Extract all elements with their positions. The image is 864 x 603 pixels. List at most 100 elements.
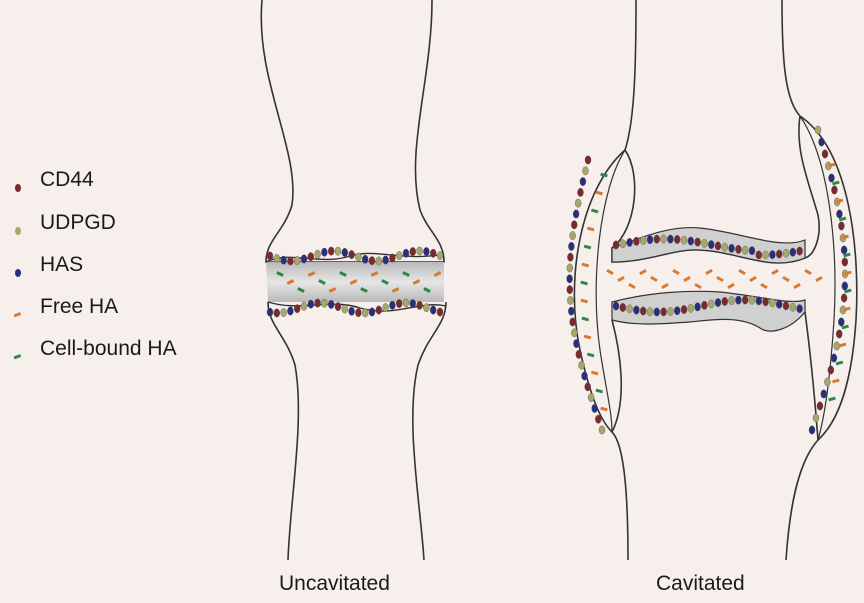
cell-marker xyxy=(640,236,646,244)
uncavitated-joint xyxy=(261,0,446,560)
uncavitated-upper-bone-outline xyxy=(261,0,444,262)
cell-marker xyxy=(570,231,576,239)
cell-marker xyxy=(756,251,762,259)
legend-marker-icon xyxy=(14,181,24,199)
cell-marker xyxy=(831,186,837,194)
cell-marker xyxy=(592,404,598,412)
cell-marker xyxy=(819,138,825,146)
cell-marker xyxy=(828,174,834,182)
cell-marker xyxy=(571,329,577,337)
ha-marker xyxy=(587,353,595,358)
ha-marker xyxy=(793,283,801,289)
cell-marker xyxy=(349,250,355,258)
cavitated-joint xyxy=(567,0,857,560)
ha-marker xyxy=(828,397,836,402)
cell-marker xyxy=(582,167,588,175)
ha-marker xyxy=(639,269,647,275)
ha-marker xyxy=(584,245,592,250)
cell-marker xyxy=(585,156,591,164)
cell-marker xyxy=(674,235,680,243)
cell-marker xyxy=(369,308,375,316)
cell-marker xyxy=(575,199,581,207)
cell-marker xyxy=(749,247,755,255)
cell-marker xyxy=(841,294,847,302)
ha-marker xyxy=(591,371,599,376)
cell-marker xyxy=(376,257,382,265)
cell-marker xyxy=(838,318,844,326)
ha-marker xyxy=(595,191,603,196)
cell-marker xyxy=(824,378,830,386)
cell-marker xyxy=(349,307,355,315)
cell-marker xyxy=(437,251,443,259)
cell-marker xyxy=(328,300,334,308)
cell-marker xyxy=(315,299,321,307)
cell-marker xyxy=(722,243,728,251)
cell-marker xyxy=(842,258,848,266)
cell-marker xyxy=(783,249,789,257)
ha-marker xyxy=(683,276,691,282)
ha-marker xyxy=(580,281,588,286)
cell-marker xyxy=(342,248,348,256)
cell-marker xyxy=(695,303,701,311)
cell-marker xyxy=(790,303,796,311)
cell-marker xyxy=(821,390,827,398)
cell-marker xyxy=(281,308,287,316)
ha-marker xyxy=(716,276,724,282)
ha-marker xyxy=(771,269,779,275)
ha-marker xyxy=(738,269,746,275)
cell-marker xyxy=(838,222,844,230)
cell-marker xyxy=(841,246,847,254)
ha-marker xyxy=(782,276,790,282)
cell-marker xyxy=(627,238,633,246)
cell-marker xyxy=(667,235,673,243)
cell-marker xyxy=(308,253,314,261)
cell-marker xyxy=(383,256,389,264)
cell-marker xyxy=(573,210,579,218)
ha-marker xyxy=(584,335,592,340)
cell-marker xyxy=(410,299,416,307)
cell-marker xyxy=(417,247,423,255)
cell-marker xyxy=(430,306,436,314)
cell-marker xyxy=(328,247,334,255)
ha-marker xyxy=(694,283,702,289)
cell-marker xyxy=(688,304,694,312)
cell-marker xyxy=(568,307,574,315)
cell-marker xyxy=(715,298,721,306)
cell-marker xyxy=(797,247,803,255)
ha-marker xyxy=(832,379,840,384)
legend-label: HAS xyxy=(40,253,83,277)
ha-marker xyxy=(580,299,588,304)
cell-marker xyxy=(567,264,573,272)
cell-marker xyxy=(701,239,707,247)
cell-marker xyxy=(567,253,573,261)
cell-marker xyxy=(579,361,585,369)
cell-marker xyxy=(715,242,721,250)
cell-marker xyxy=(301,255,307,263)
cell-marker xyxy=(735,296,741,304)
cell-marker xyxy=(570,318,576,326)
cell-marker xyxy=(613,241,619,249)
cell-marker xyxy=(763,251,769,259)
cell-marker xyxy=(783,302,789,310)
caption-uncavitated: Uncavitated xyxy=(279,572,390,596)
cavitated-lower-bone xyxy=(612,312,818,440)
cell-marker xyxy=(822,150,828,158)
cell-marker xyxy=(315,250,321,258)
cell-marker xyxy=(633,237,639,245)
cell-marker xyxy=(355,253,361,261)
cell-marker xyxy=(735,245,741,253)
cell-marker xyxy=(287,307,293,315)
cell-marker xyxy=(640,307,646,315)
cell-marker xyxy=(287,257,293,265)
cell-marker xyxy=(588,393,594,401)
cavitated-capsule-outer xyxy=(574,0,856,560)
ha-marker xyxy=(839,343,847,348)
cell-marker xyxy=(369,256,375,264)
cell-marker xyxy=(423,303,429,311)
cell-marker xyxy=(647,235,653,243)
cell-marker xyxy=(437,308,443,316)
cell-marker xyxy=(688,237,694,245)
legend-label: Free HA xyxy=(40,295,118,319)
cell-marker xyxy=(836,330,842,338)
